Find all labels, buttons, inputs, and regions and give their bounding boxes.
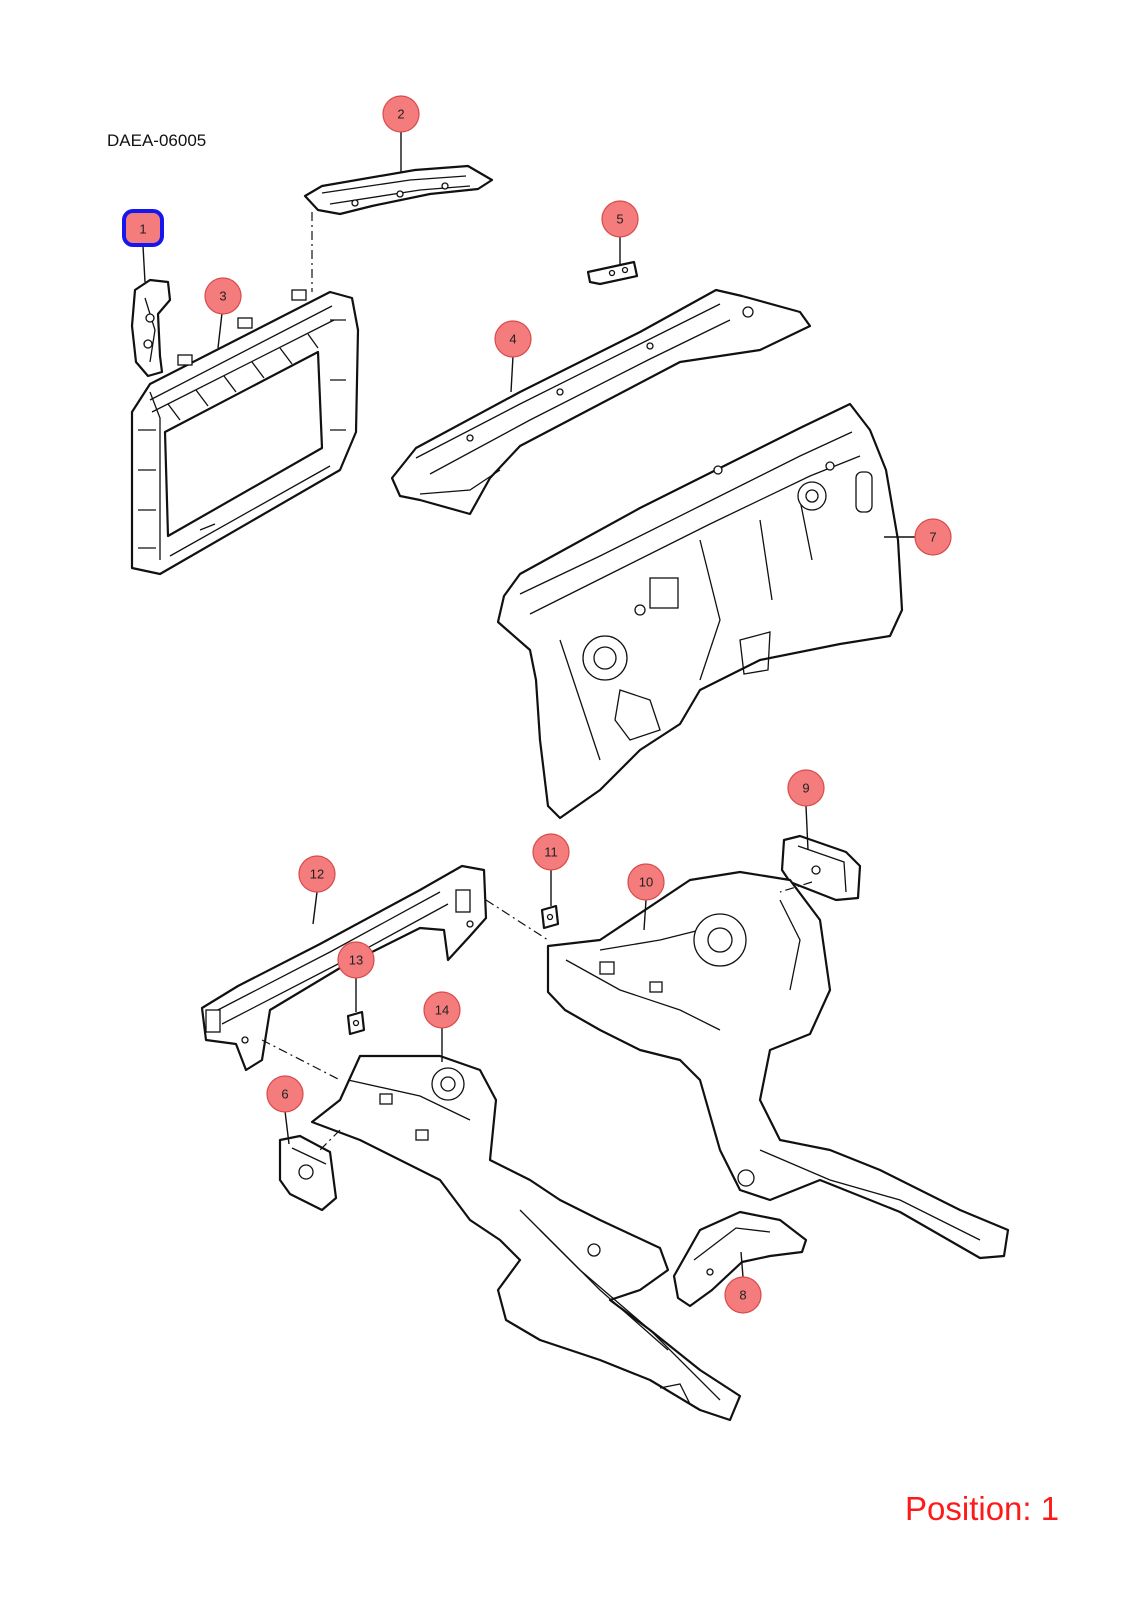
part-12-bumper-beam [200,864,488,1072]
callout-1-label: 1 [139,222,146,237]
part-14-left-side-member [310,1054,742,1422]
callout-9-label: 9 [802,781,809,796]
part-5-small-bracket [586,260,639,286]
callout-14[interactable]: 14 [423,991,461,1029]
callout-2-label: 2 [397,107,404,122]
callout-leaders [142,132,915,1278]
part-3-radiator-support-frame [130,289,360,576]
part-9-bracket [780,834,862,902]
callout-11-label: 11 [544,845,558,860]
part-7-dash-panel [496,402,904,820]
callout-10-label: 10 [639,875,653,890]
callout-9[interactable]: 9 [787,769,825,807]
part-11-small-plate [540,904,560,930]
position-readout: Position: 1 [905,1490,1060,1527]
part-1-radiator-bracket [130,278,172,378]
callout-6-label: 6 [281,1087,288,1102]
part-8-bracket [672,1210,808,1308]
callout-13[interactable]: 13 [337,941,375,979]
callout-5[interactable]: 5 [601,200,639,238]
callout-8[interactable]: 8 [724,1276,762,1314]
callout-12-label: 12 [310,867,324,882]
callout-3-label: 3 [219,289,226,304]
callout-13-label: 13 [349,953,363,968]
callout-8-label: 8 [739,1288,746,1303]
part-6-bracket [278,1134,338,1212]
callout-12[interactable]: 12 [298,855,336,893]
callout-7[interactable]: 7 [914,518,952,556]
callout-14-label: 14 [435,1003,449,1018]
callout-3[interactable]: 3 [204,277,242,315]
assembly-guide-lines [261,212,813,1151]
callout-4-label: 4 [509,332,516,347]
part-4-cowl-panel [390,288,812,516]
drawing-code: DAEA-06005 [107,131,207,150]
callout-5-label: 5 [616,212,623,227]
part-2-upper-cross-member [303,164,494,216]
callout-2[interactable]: 2 [382,95,420,133]
part-10-right-side-member [546,870,1010,1260]
callout-1[interactable]: 1 [122,209,164,247]
part-13-small-plate [346,1010,366,1036]
callout-6[interactable]: 6 [266,1075,304,1113]
callout-11[interactable]: 11 [532,833,570,871]
callout-4[interactable]: 4 [494,320,532,358]
callout-7-label: 7 [929,530,936,545]
callout-10[interactable]: 10 [627,863,665,901]
